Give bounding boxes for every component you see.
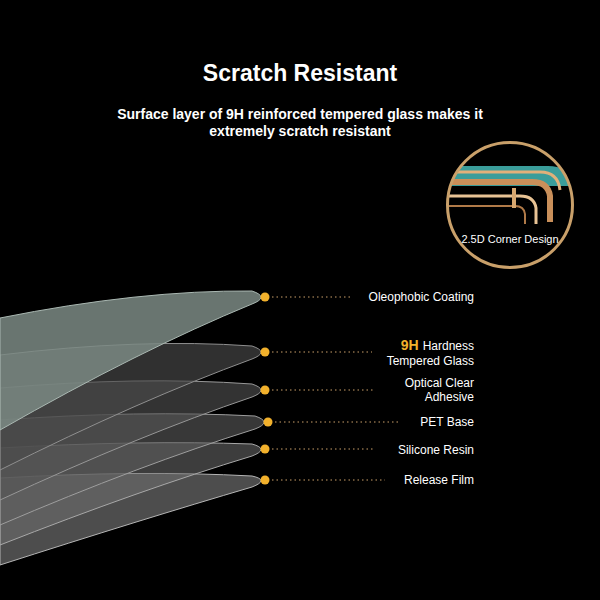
hardness-mark: 9H [401,337,419,353]
corner-illustration [440,166,572,224]
layer-name: Oleophobic Coating [369,290,474,304]
layer-name: PET Base [420,415,474,429]
layer-name: Hardness Tempered Glass [387,339,474,368]
layer-dots [261,293,273,485]
layer-name: Silicone Resin [398,443,474,457]
label-group: Release Film [314,473,474,487]
label-group: Silicone Resin [314,443,474,457]
label-group: Oleophobic Coating [314,290,474,304]
subtitle: Surface layer of 9H reinforced tempered … [117,106,483,139]
label-group: PET Base [314,415,474,429]
label-group: Optical Clear Adhesive [392,376,474,405]
leader-lines [272,297,400,480]
coating-sheet [0,291,261,430]
inset-caption: 2.5D Corner Design [449,233,571,245]
label-group: 9HHardness Tempered Glass [374,337,474,368]
label-group: Surface layer of 9H reinforced tempered … [85,106,515,140]
inset-circle: 2.5D Corner Design [446,141,574,269]
title: Scratch Resistant [0,60,600,87]
layer-name: Optical Clear Adhesive [405,376,474,404]
layer-name: Release Film [404,473,474,487]
